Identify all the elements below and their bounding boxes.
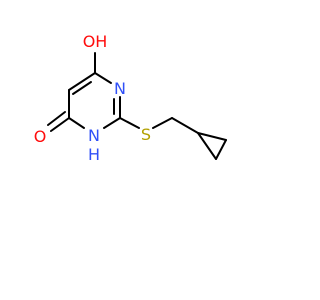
bond-cp-1 [197, 132, 227, 141]
atom-label-s: S [141, 125, 151, 144]
bond-c6-c5 [68, 72, 96, 91]
bond-c4-o-a [50, 117, 70, 132]
bond-s-ch2 [152, 117, 173, 129]
bond-c2-s [119, 117, 140, 129]
molecule-diagram: OH N O N H S [34, 32, 227, 164]
atom-label-nh-n: N [88, 126, 100, 145]
atom-labels: OH N O N H S [34, 32, 151, 164]
atom-label-nh-h: H [88, 145, 100, 164]
bond-ch2-cp [171, 117, 199, 134]
bonds [47, 52, 227, 160]
bond-c4-nh [68, 117, 85, 129]
bond-c4-o-b [47, 111, 66, 126]
bond-c6-c5-inner [72, 81, 92, 95]
bond-cp-3 [197, 132, 217, 160]
bond-cp-2 [215, 139, 227, 160]
atom-label-n3: N [114, 79, 126, 98]
atom-label-o: O [34, 127, 47, 146]
structure-canvas: OH N O N H S [34, 32, 227, 164]
bond-nh-c2 [103, 117, 121, 129]
atom-label-oh: OH [83, 32, 108, 51]
bond-n3-c6 [94, 72, 112, 84]
